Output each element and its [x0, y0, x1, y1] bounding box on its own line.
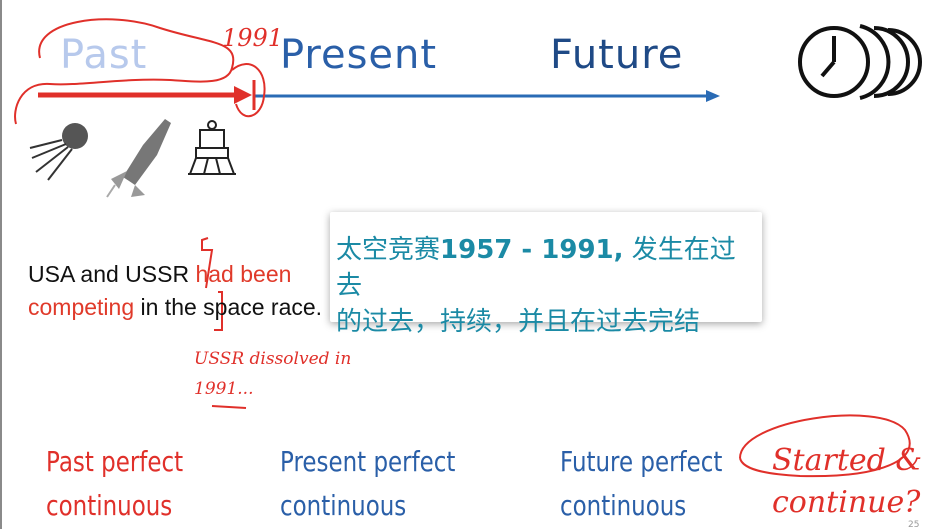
bracket-top [201, 237, 214, 289]
tense-present-line1: Present perfect [280, 445, 456, 478]
sputnik-satellite-icon [29, 123, 88, 181]
tense-present-line2: continuous [280, 489, 407, 522]
past-arrow-head [234, 86, 252, 104]
handwritten-question: Started & continue? [772, 440, 922, 524]
example-sentence: USA and USSR had been competing in the s… [28, 258, 328, 324]
handwritten-note-line2: 1991... [194, 379, 254, 399]
tense-past-line2: continuous [46, 489, 173, 522]
handwritten-question-line2: continue? [772, 485, 921, 520]
year-scribble [231, 63, 266, 118]
note-line2: 的过去，持续，并且在过去完结 [336, 307, 701, 337]
timeline-arrow-head [706, 90, 720, 102]
sentence-highlight: had been competing [28, 261, 292, 320]
sentence-part1: USA and USSR [28, 261, 196, 287]
lunar-lander-icon [188, 120, 236, 175]
timeline-present-label: Present [280, 32, 438, 78]
bracket-bottom [214, 291, 223, 331]
handwritten-note-line1: USSR dissolved in [194, 349, 352, 369]
note-line1-suffix: 发生在过去 [336, 235, 736, 301]
handwritten-question-line1: Started & [772, 443, 923, 478]
tense-present-perfect-continuous: Present perfect continuous [280, 440, 455, 528]
past-scribble [14, 18, 235, 125]
chinese-note-box: 太空竞赛1957 - 1991, 发生在过去 的过去，持续，并且在过去完结 [330, 212, 762, 337]
page-number: 25 [908, 520, 920, 530]
tense-past-perfect-continuous: Past perfect continuous [46, 440, 183, 528]
timeline-past-label: Past [60, 32, 148, 78]
tense-future-perfect-continuous: Future perfect continuous [560, 440, 722, 528]
tense-future-line1: Future perfect [560, 445, 723, 478]
slide-left-border [0, 0, 2, 529]
underline-mark [211, 405, 247, 409]
timeline-future-label: Future [550, 32, 684, 78]
rocket-icon [106, 119, 171, 198]
clock-icon [798, 24, 922, 100]
tense-past-line1: Past perfect [46, 445, 184, 478]
note-line1-prefix: 太空竞赛 [336, 235, 441, 265]
tense-future-line2: continuous [560, 489, 687, 522]
question-circle [739, 414, 911, 478]
year-mark-text: 1991 [222, 24, 283, 52]
note-years: 1957 - 1991, [440, 235, 624, 265]
handwritten-note: USSR dissolved in 1991... [194, 344, 351, 404]
chinese-note-text: 太空竞赛1957 - 1991, 发生在过去 的过去，持续，并且在过去完结 [336, 232, 756, 340]
sentence-part3: in the space race. [134, 294, 323, 320]
